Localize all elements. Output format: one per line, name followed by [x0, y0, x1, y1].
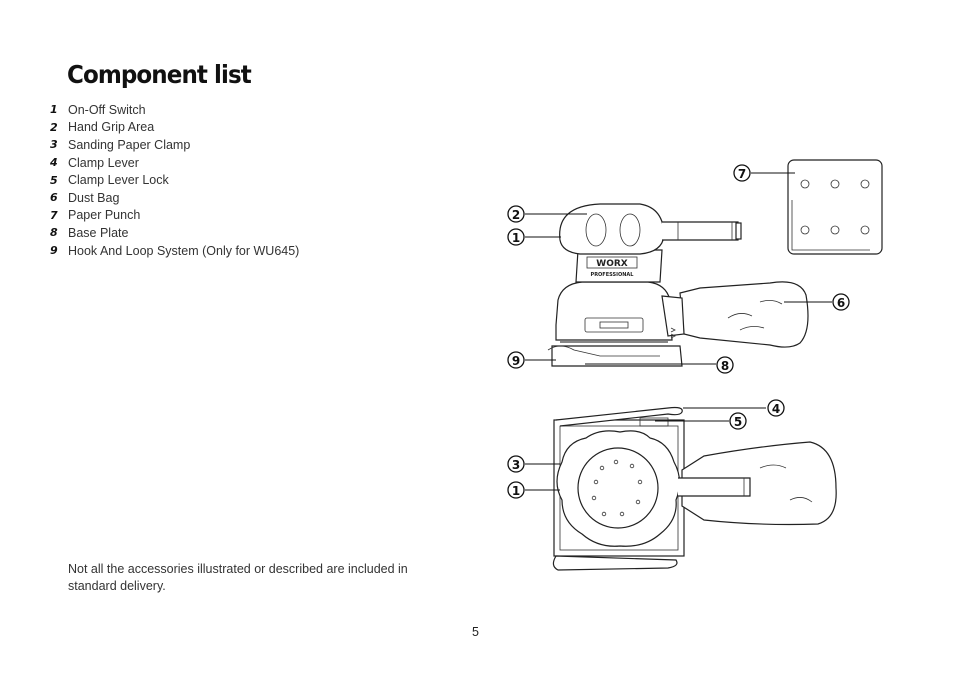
- callout-1-top: 1: [507, 228, 525, 246]
- delivery-note: Not all the accessories illustrated or d…: [68, 562, 408, 593]
- callout-9: 9: [507, 351, 525, 369]
- item-number: 8: [50, 226, 58, 240]
- list-item: 8 Base Plate: [50, 224, 299, 242]
- list-item: 7 Paper Punch: [50, 207, 299, 225]
- callout-label: 6: [837, 296, 845, 310]
- item-number: 3: [50, 138, 58, 152]
- list-item: 5 Clamp Lever Lock: [50, 171, 299, 189]
- item-number: 9: [50, 244, 58, 258]
- item-label: Dust Bag: [68, 190, 120, 205]
- callout-3: 3: [507, 455, 525, 473]
- paper-punch-drawing: [787, 159, 883, 255]
- callout-2: 2: [507, 205, 525, 223]
- callout-6: 6: [832, 293, 850, 311]
- callout-label: 1: [512, 484, 520, 498]
- callout-5: 5: [729, 412, 747, 430]
- callout-label: 2: [512, 208, 520, 222]
- callout-1-bottom: 1: [507, 481, 525, 499]
- item-label: Hook And Loop System (Only for WU645): [68, 243, 300, 258]
- item-label: Clamp Lever: [68, 155, 139, 170]
- leader-lines: [525, 172, 832, 491]
- brand-logo: WORX: [596, 259, 628, 269]
- list-item: 9 Hook And Loop System (Only for WU645): [50, 242, 299, 260]
- page-title: Component list: [67, 60, 252, 89]
- item-number: 7: [50, 208, 58, 222]
- list-item: 4 Clamp Lever: [50, 154, 299, 172]
- list-item: 1 On-Off Switch: [50, 101, 299, 119]
- callout-label: 8: [721, 359, 729, 373]
- callout-label: 1: [512, 231, 520, 245]
- list-item: 3 Sanding Paper Clamp: [50, 136, 299, 154]
- item-label: Base Plate: [68, 225, 129, 240]
- callout-7: 7: [733, 164, 751, 182]
- callout-4: 4: [767, 399, 785, 417]
- item-number: 1: [50, 103, 58, 117]
- callout-label: 7: [738, 167, 746, 181]
- callout-label: 4: [772, 402, 780, 416]
- callout-8: 8: [716, 356, 734, 374]
- item-label: On-Off Switch: [68, 102, 146, 117]
- item-label: Sanding Paper Clamp: [68, 137, 191, 152]
- page-number: 5: [472, 625, 479, 639]
- item-number: 5: [50, 173, 58, 187]
- item-label: Hand Grip Area: [68, 120, 155, 135]
- item-label: Paper Punch: [68, 208, 141, 223]
- sander-side-view: WORX PROFESSIONAL: [547, 203, 809, 367]
- callout-label: 5: [734, 415, 742, 429]
- brand-sub: PROFESSIONAL: [591, 272, 635, 278]
- item-number: 6: [50, 191, 58, 205]
- list-item: 6 Dust Bag: [50, 189, 299, 207]
- callout-label: 3: [512, 458, 520, 472]
- sander-bottom-view: [552, 406, 837, 571]
- component-list: 1 On-Off Switch 2 Hand Grip Area 3 Sanding …: [50, 101, 299, 259]
- item-number: 2: [50, 120, 58, 134]
- item-number: 4: [50, 156, 58, 170]
- list-item: 2 Hand Grip Area: [50, 119, 299, 137]
- callout-label: 9: [512, 354, 520, 368]
- item-label: Clamp Lever Lock: [68, 173, 169, 188]
